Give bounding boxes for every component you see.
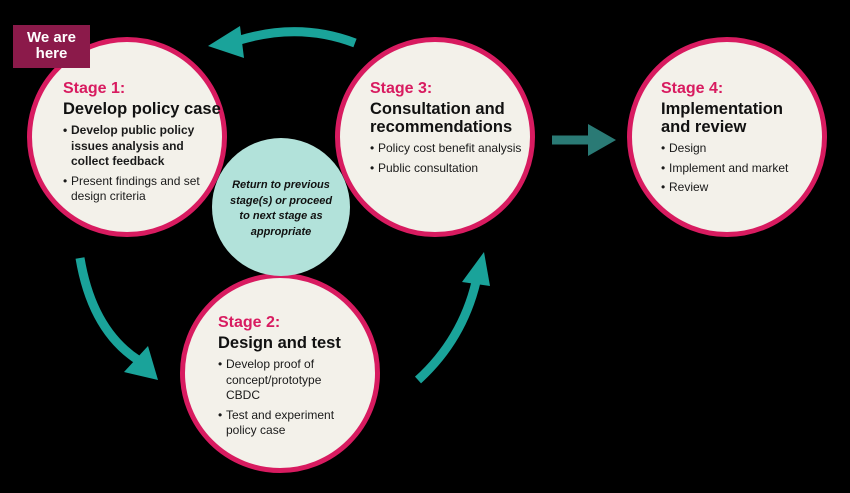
stage3-number: Stage 3: <box>370 80 433 97</box>
stage4-title-line2: and review <box>661 118 747 136</box>
stage1-list: Develop public policy issues analysis an… <box>63 123 225 205</box>
arrowhead-stage3-to-stage1 <box>208 26 244 58</box>
badge-line2: here <box>35 45 68 62</box>
stage2-list: Develop proof of concept/prototype CBDC … <box>218 357 358 439</box>
stage2-item: Test and experiment policy case <box>218 408 358 439</box>
stage3-content: Stage 3: Consultation and recommendation… <box>370 80 530 180</box>
stage3-title-line1: Consultation and <box>370 100 505 118</box>
stage3-title-line2: recommendations <box>370 118 513 136</box>
stage4-item: Review <box>661 180 821 196</box>
stage1-item: Present findings and set design criteria <box>63 174 225 205</box>
center-text-line: Return to previous <box>232 179 330 191</box>
stage4-list: Design Implement and market Review <box>661 141 821 196</box>
stage2-title: Design and test <box>218 334 341 352</box>
stage3-circle: Stage 3: Consultation and recommendation… <box>335 37 535 237</box>
center-circle: Return to previous stage(s) or proceed t… <box>212 138 350 276</box>
stage3-list: Policy cost benefit analysis Public cons… <box>370 141 530 176</box>
arrow-stage3-to-stage1 <box>238 27 357 48</box>
stage2-circle: Stage 2: Design and test Develop proof o… <box>180 273 380 473</box>
stage3-item: Public consultation <box>370 161 530 177</box>
stage3-item: Policy cost benefit analysis <box>370 141 530 157</box>
stage4-item: Design <box>661 141 821 157</box>
arrow-stage1-to-stage2 <box>75 257 141 364</box>
arrowhead-stage3-to-stage4 <box>588 124 616 156</box>
stage2-content: Stage 2: Design and test Develop proof o… <box>218 314 358 443</box>
stage1-number: Stage 1: <box>63 80 126 97</box>
center-text: Return to previous stage(s) or proceed t… <box>220 178 342 240</box>
stage2-item: Develop proof of concept/prototype CBDC <box>218 357 358 404</box>
stage4-title-line1: Implementation <box>661 100 783 118</box>
stage2-number: Stage 2: <box>218 314 281 331</box>
stage1-content: Stage 1: Develop policy case Develop pub… <box>63 80 225 209</box>
stage4-content: Stage 4: Implementation and review Desig… <box>661 80 821 200</box>
stage1-circle: Stage 1: Develop policy case Develop pub… <box>27 37 227 237</box>
center-text-line: appropriate <box>250 225 312 238</box>
arrowhead-stage2-to-stage3 <box>462 252 490 286</box>
stage1-item: Develop public policy issues analysis an… <box>63 123 225 170</box>
badge-line1: We are <box>27 29 76 46</box>
we-are-here-badge: We are here <box>13 25 90 68</box>
center-text-line: to next stage as <box>239 210 323 222</box>
stage4-item: Implement and market <box>661 161 821 177</box>
arrow-stage2-to-stage3 <box>414 280 481 384</box>
stage1-title: Develop policy case <box>63 100 221 118</box>
stage4-circle: Stage 4: Implementation and review Desig… <box>627 37 827 237</box>
stage4-number: Stage 4: <box>661 80 724 97</box>
center-text-line: stage(s) or proceed <box>229 194 333 207</box>
arrowhead-stage1-to-stage2 <box>124 346 158 380</box>
